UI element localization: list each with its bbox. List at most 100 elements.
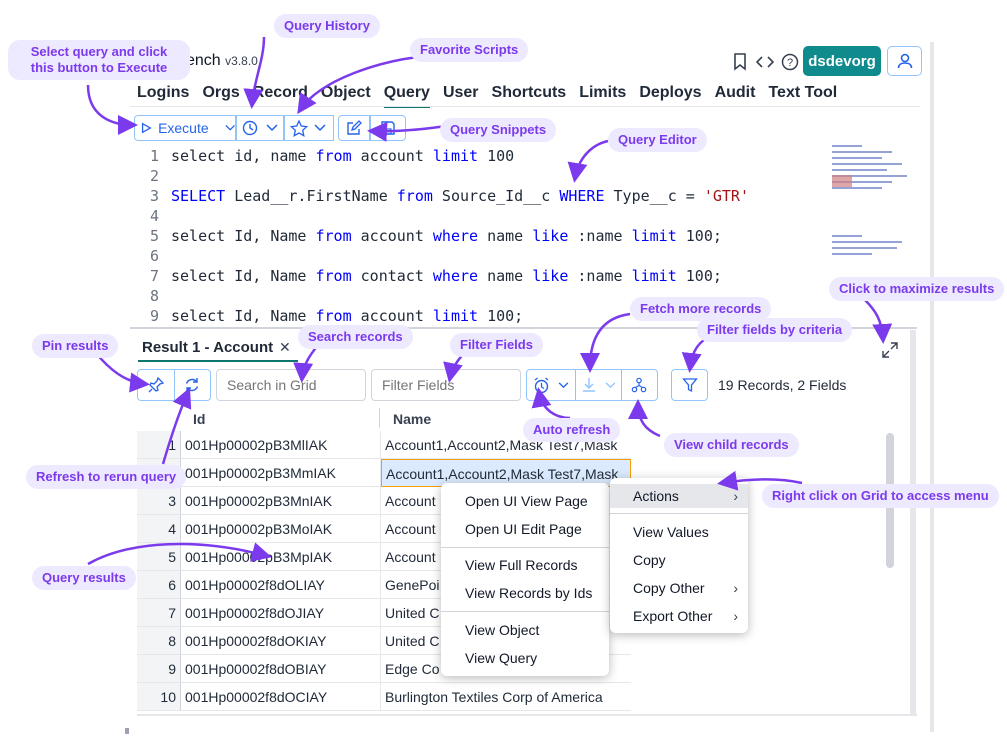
tab-record[interactable]: Record (252, 84, 308, 101)
line-number: 3 (149, 187, 159, 205)
tab-text-tool[interactable]: Text Tool (768, 84, 838, 101)
menu-item-view-values[interactable]: View Values (633, 524, 709, 540)
annotation-query-history: Query History (274, 14, 380, 38)
query-history-button[interactable] (236, 115, 284, 141)
code-line-7: select Id, Name from contact where name … (171, 267, 722, 285)
annotation-favorite-scripts: Favorite Scripts (410, 38, 529, 62)
horizontal-scrollbar[interactable] (137, 714, 917, 716)
bookmark-icon[interactable] (730, 52, 750, 72)
pin-refresh-group (137, 369, 211, 401)
annotation-right-click: Right click on Grid to access menu (762, 484, 999, 508)
menu-item-view-object[interactable]: View Object (465, 622, 540, 638)
table-row[interactable]: 10 001Hp00002f8dOCIAY Burlington Textile… (137, 683, 882, 711)
row-number: 1 (137, 431, 181, 459)
auto-refresh-button[interactable] (527, 370, 577, 400)
menu-item-actions-label: Actions (633, 488, 679, 504)
column-divider[interactable] (379, 408, 380, 428)
code-icon[interactable] (755, 52, 775, 72)
menu-item-view-full-records[interactable]: View Full Records (465, 557, 578, 573)
cell-id[interactable]: 001Hp00002pB3MoIAK (181, 515, 381, 543)
cell-id[interactable]: 001Hp00002pB3MnIAK (181, 487, 381, 515)
editor-minimap[interactable] (828, 143, 908, 318)
search-grid-input[interactable] (216, 369, 366, 401)
cell-id[interactable]: 001Hp00002f8dOKIAY (181, 627, 381, 655)
view-child-records-button[interactable] (622, 370, 657, 400)
filter-fields-input[interactable] (371, 369, 521, 401)
menu-divider (441, 547, 609, 548)
menu-item-actions[interactable]: Actions › (610, 484, 748, 508)
menu-item-open-ui-edit[interactable]: Open UI Edit Page (465, 521, 582, 537)
tab-limits[interactable]: Limits (579, 84, 627, 101)
tab-deploys[interactable]: Deploys (639, 84, 702, 101)
cell-id[interactable]: 001Hp00002f8dOLIAY (181, 571, 381, 599)
menu-item-view-records-by-ids[interactable]: View Records by Ids (465, 585, 593, 601)
chevron-right-icon: › (733, 608, 738, 624)
tab-orgs[interactable]: Orgs (202, 84, 240, 101)
clock-icon (242, 120, 258, 136)
tab-user[interactable]: User (442, 84, 479, 101)
cell-id[interactable]: 001Hp00002f8dOBIAY (181, 655, 381, 683)
cell-id[interactable]: 001Hp00002pB3MmIAK (181, 459, 381, 487)
filter-criteria-button[interactable] (671, 369, 708, 401)
row-number: 4 (137, 515, 181, 543)
tab-shortcuts[interactable]: Shortcuts (491, 84, 567, 101)
line-number: 4 (149, 207, 159, 225)
query-snippets-button[interactable] (338, 115, 370, 141)
menu-item-open-ui-view[interactable]: Open UI View Page (465, 493, 588, 509)
close-icon[interactable]: ✕ (279, 339, 291, 355)
cell-id[interactable]: 001Hp00002pB3MlIAK (181, 431, 381, 459)
query-editor[interactable]: 1 select id, name from account limit 100… (135, 143, 825, 328)
annotation-filter-criteria: Filter fields by criteria (697, 318, 853, 342)
window-border (930, 42, 934, 732)
tab-logins[interactable]: Logins (137, 84, 190, 101)
execute-button[interactable]: Execute (134, 115, 236, 141)
app-version: v3.8.0 (225, 54, 258, 68)
maximize-icon[interactable] (881, 341, 899, 359)
tab-audit[interactable]: Audit (714, 84, 756, 101)
menu-item-copy-other[interactable]: Copy Other › (610, 576, 748, 600)
favorite-scripts-button[interactable] (284, 115, 334, 141)
table-row[interactable]: 2 001Hp00002pB3MmIAK Account1,Account2,M… (137, 459, 882, 487)
refresh-icon (186, 378, 199, 392)
refresh-button[interactable] (175, 370, 211, 400)
annotation-view-child: View child records (664, 433, 799, 457)
table-row[interactable]: 9 001Hp00002f8dOBIAY Edge Co (137, 655, 882, 683)
help-icon[interactable]: ? (780, 52, 800, 72)
column-header-id[interactable]: Id (193, 411, 206, 427)
save-icon (381, 121, 395, 135)
code-line-9: select Id, Name from account limit 100; (171, 307, 524, 325)
fetch-more-button[interactable] (576, 370, 622, 400)
cell-id[interactable]: 001Hp00002f8dOCIAY (181, 683, 381, 711)
table-row[interactable]: 4 001Hp00002pB3MoIAK Account (137, 515, 882, 543)
code-line-1: select id, name from account limit 100 (171, 147, 515, 165)
column-header-name[interactable]: Name (393, 411, 432, 427)
editor-results-splitter[interactable] (130, 327, 917, 329)
result-tab[interactable]: Result 1 - Account (142, 339, 274, 356)
star-icon (290, 119, 308, 137)
cell-name-selected[interactable]: Account1,Account2,Mask Test7,Mask (381, 459, 631, 487)
cell-id[interactable]: 001Hp00002f8dOJIAY (181, 599, 381, 627)
save-button[interactable] (370, 115, 406, 141)
cell-name[interactable]: Burlington Textiles Corp of America (381, 683, 631, 711)
svg-text:?: ? (787, 57, 793, 69)
cell-id[interactable]: 001Hp00002pB3MpIAK (181, 543, 381, 571)
table-row[interactable]: 8 001Hp00002f8dOKIAY United C (137, 627, 882, 655)
menu-item-copy-other-label: Copy Other (633, 580, 705, 596)
pin-button[interactable] (138, 370, 175, 400)
edit-icon (347, 120, 362, 135)
window-corner (125, 728, 129, 734)
tab-query[interactable]: Query (383, 84, 430, 108)
org-button[interactable]: dsdevorg (803, 46, 881, 76)
user-button[interactable] (887, 46, 922, 76)
row-number: 7 (137, 599, 181, 627)
menu-item-view-query[interactable]: View Query (465, 650, 538, 666)
results-frame (910, 330, 916, 715)
table-row[interactable]: 7 001Hp00002f8dOJIAY United C (137, 599, 882, 627)
play-icon (141, 122, 152, 134)
cell-name[interactable]: Edge Co (381, 655, 631, 683)
menu-item-export-other[interactable]: Export Other › (610, 604, 748, 628)
tab-object[interactable]: Object (320, 84, 371, 101)
row-number: 3 (137, 487, 181, 515)
hierarchy-icon (631, 377, 647, 393)
menu-item-copy[interactable]: Copy (633, 552, 666, 568)
